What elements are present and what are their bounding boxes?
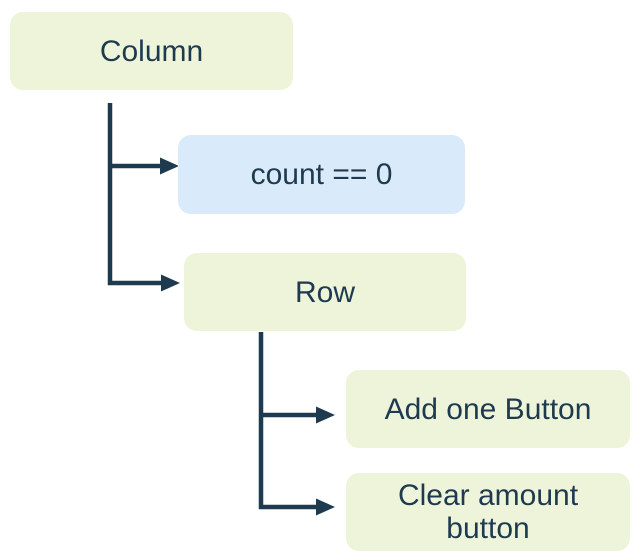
arrowhead-icon [316, 406, 335, 424]
node-add-one-button-label: Add one Button [384, 392, 592, 426]
node-clear-amount-button-label: Clear amount button [397, 479, 579, 545]
arrowhead-icon [316, 498, 335, 516]
arrowhead-icon [160, 157, 179, 175]
arrowhead-icon [161, 274, 180, 292]
node-clear-amount-button: Clear amount button [346, 473, 630, 551]
node-condition: count == 0 [178, 135, 465, 214]
edge-column-trunk [107, 103, 161, 286]
node-add-one-button: Add one Button [346, 370, 630, 448]
node-column-label: Column [99, 34, 204, 68]
node-row: Row [184, 253, 466, 331]
node-condition-label: count == 0 [250, 158, 393, 191]
edge-row-trunk [258, 332, 316, 510]
node-column: Column [10, 12, 293, 90]
node-row-label: Row [294, 275, 355, 309]
